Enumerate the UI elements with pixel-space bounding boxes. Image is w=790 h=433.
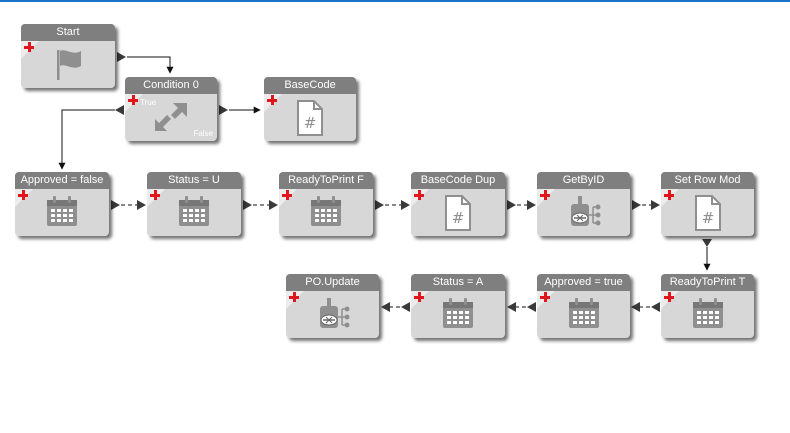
node-approved-true[interactable]: Approved = true (537, 274, 630, 338)
port-setrowmod-out (702, 239, 712, 247)
node-title: Set Row Mod (661, 172, 754, 189)
node-condition-0[interactable]: Condition 0 True False (125, 77, 217, 141)
add-icon[interactable] (267, 95, 277, 105)
node-po-update[interactable]: PO.Update (286, 274, 379, 338)
code-file-icon: # (692, 194, 724, 237)
add-icon[interactable] (414, 190, 424, 200)
node-title: Approved = false (15, 172, 109, 189)
node-readytoprint-f[interactable]: ReadyToPrint F (279, 172, 373, 236)
connector-row2 (381, 302, 660, 312)
code-file-icon: # (294, 99, 326, 142)
node-title: ReadyToPrint T (661, 274, 754, 291)
method-call-icon (564, 194, 604, 237)
calendar-icon (440, 296, 476, 335)
true-branch-label: True (140, 98, 157, 107)
calendar-icon (690, 296, 726, 335)
add-icon[interactable] (414, 292, 424, 302)
false-branch-label: False (193, 129, 213, 138)
add-icon[interactable] (664, 190, 674, 200)
top-accent-bar (0, 0, 790, 2)
add-icon[interactable] (150, 190, 160, 200)
node-title: BaseCode (264, 77, 356, 94)
code-file-icon: # (442, 194, 474, 237)
node-title: Status = U (147, 172, 241, 189)
add-icon[interactable] (289, 292, 299, 302)
node-title: BaseCode Dup (411, 172, 505, 189)
flag-icon (50, 46, 86, 87)
add-icon[interactable] (24, 42, 34, 52)
node-approved-false[interactable]: Approved = false (15, 172, 109, 236)
node-start[interactable]: Start (21, 24, 115, 88)
svg-text:#: # (701, 209, 714, 227)
svg-text:#: # (304, 114, 317, 132)
connector-condition-approved-false (58, 109, 115, 170)
connector-row1 (111, 200, 660, 210)
add-icon[interactable] (540, 292, 550, 302)
node-set-row-mod[interactable]: Set Row Mod # (661, 172, 754, 236)
node-title: Start (21, 24, 115, 41)
calendar-icon (44, 194, 80, 233)
method-call-icon (313, 296, 353, 339)
node-title: GetByID (537, 172, 630, 189)
port-condition-out (219, 105, 228, 115)
port-condition-in (115, 105, 124, 115)
calendar-icon (308, 194, 344, 233)
add-icon[interactable] (664, 292, 674, 302)
node-title: PO.Update (286, 274, 379, 291)
node-title: Approved = true (537, 274, 630, 291)
node-status-u[interactable]: Status = U (147, 172, 241, 236)
node-title: Status = A (411, 274, 505, 291)
node-status-a[interactable]: Status = A (411, 274, 505, 338)
calendar-icon (566, 296, 602, 335)
node-getbyid[interactable]: GetByID (537, 172, 630, 236)
add-icon[interactable] (540, 190, 550, 200)
node-basecode-dup[interactable]: BaseCode Dup # (411, 172, 505, 236)
add-icon[interactable] (282, 190, 292, 200)
branch-arrow-icon (151, 99, 191, 140)
node-readytoprint-t[interactable]: ReadyToPrint T (661, 274, 754, 338)
svg-text:#: # (452, 209, 465, 227)
node-basecode[interactable]: BaseCode # (264, 77, 356, 141)
add-icon[interactable] (18, 190, 28, 200)
add-icon[interactable] (128, 95, 138, 105)
node-title: Condition 0 (125, 77, 217, 94)
port-start-out (117, 52, 126, 62)
connector-start-condition (127, 56, 174, 74)
calendar-icon (176, 194, 212, 233)
node-title: ReadyToPrint F (279, 172, 373, 189)
